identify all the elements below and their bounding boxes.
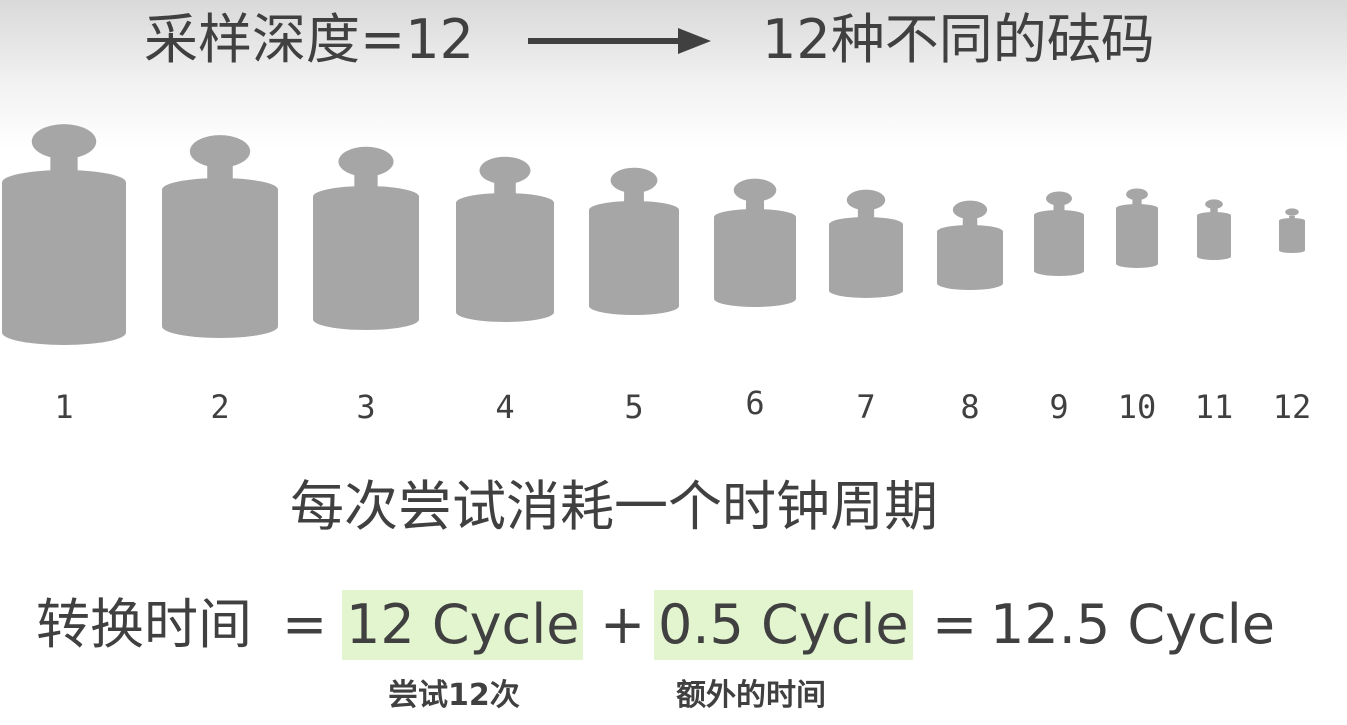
weight-label-1: 1 bbox=[54, 388, 73, 426]
weight-6 bbox=[714, 178, 796, 307]
weight-label-5: 5 bbox=[624, 388, 643, 426]
weight-label-3: 3 bbox=[356, 388, 375, 426]
weight-5 bbox=[589, 167, 679, 315]
weight-9 bbox=[1034, 191, 1084, 276]
weight-4 bbox=[456, 156, 554, 322]
weight-8 bbox=[937, 200, 1003, 290]
formula-plus: + bbox=[600, 593, 646, 656]
weight-label-4: 4 bbox=[495, 388, 514, 426]
formula-term-cycles: 12 Cycle bbox=[342, 590, 584, 660]
weight-7 bbox=[829, 189, 903, 298]
weight-label-2: 2 bbox=[210, 388, 229, 426]
weight-label-7: 7 bbox=[856, 388, 875, 426]
weight-label-9: 9 bbox=[1049, 388, 1068, 426]
note-term-cycles: 尝试12次 bbox=[388, 678, 520, 713]
weight-label-12: 12 bbox=[1273, 388, 1312, 426]
weight-label-10: 10 bbox=[1118, 388, 1157, 426]
cost-statement: 每次尝试消耗一个时钟周期 bbox=[290, 475, 938, 538]
weight-12 bbox=[1279, 208, 1305, 253]
weight-10 bbox=[1116, 188, 1158, 268]
weight-label-6: 6 bbox=[745, 384, 764, 422]
arrow-right-icon bbox=[528, 28, 711, 54]
weight-3 bbox=[313, 146, 419, 330]
weight-1 bbox=[2, 124, 126, 345]
formula-equals-2: = bbox=[932, 593, 978, 656]
note-term-extra: 额外的时间 bbox=[676, 678, 826, 713]
formula-lhs: 转换时间 bbox=[36, 593, 252, 656]
formula-term-extra: 0.5 Cycle bbox=[654, 590, 913, 660]
sampling-depth-title: 采样深度=12 bbox=[144, 8, 474, 71]
weight-label-11: 11 bbox=[1195, 388, 1234, 426]
formula-result: 12.5 Cycle bbox=[990, 593, 1275, 656]
formula-equals-1: = bbox=[282, 593, 328, 656]
weight-11 bbox=[1197, 199, 1231, 260]
weight-label-8: 8 bbox=[960, 388, 979, 426]
weights-count-title: 12种不同的砝码 bbox=[762, 8, 1155, 71]
weight-2 bbox=[162, 135, 278, 338]
